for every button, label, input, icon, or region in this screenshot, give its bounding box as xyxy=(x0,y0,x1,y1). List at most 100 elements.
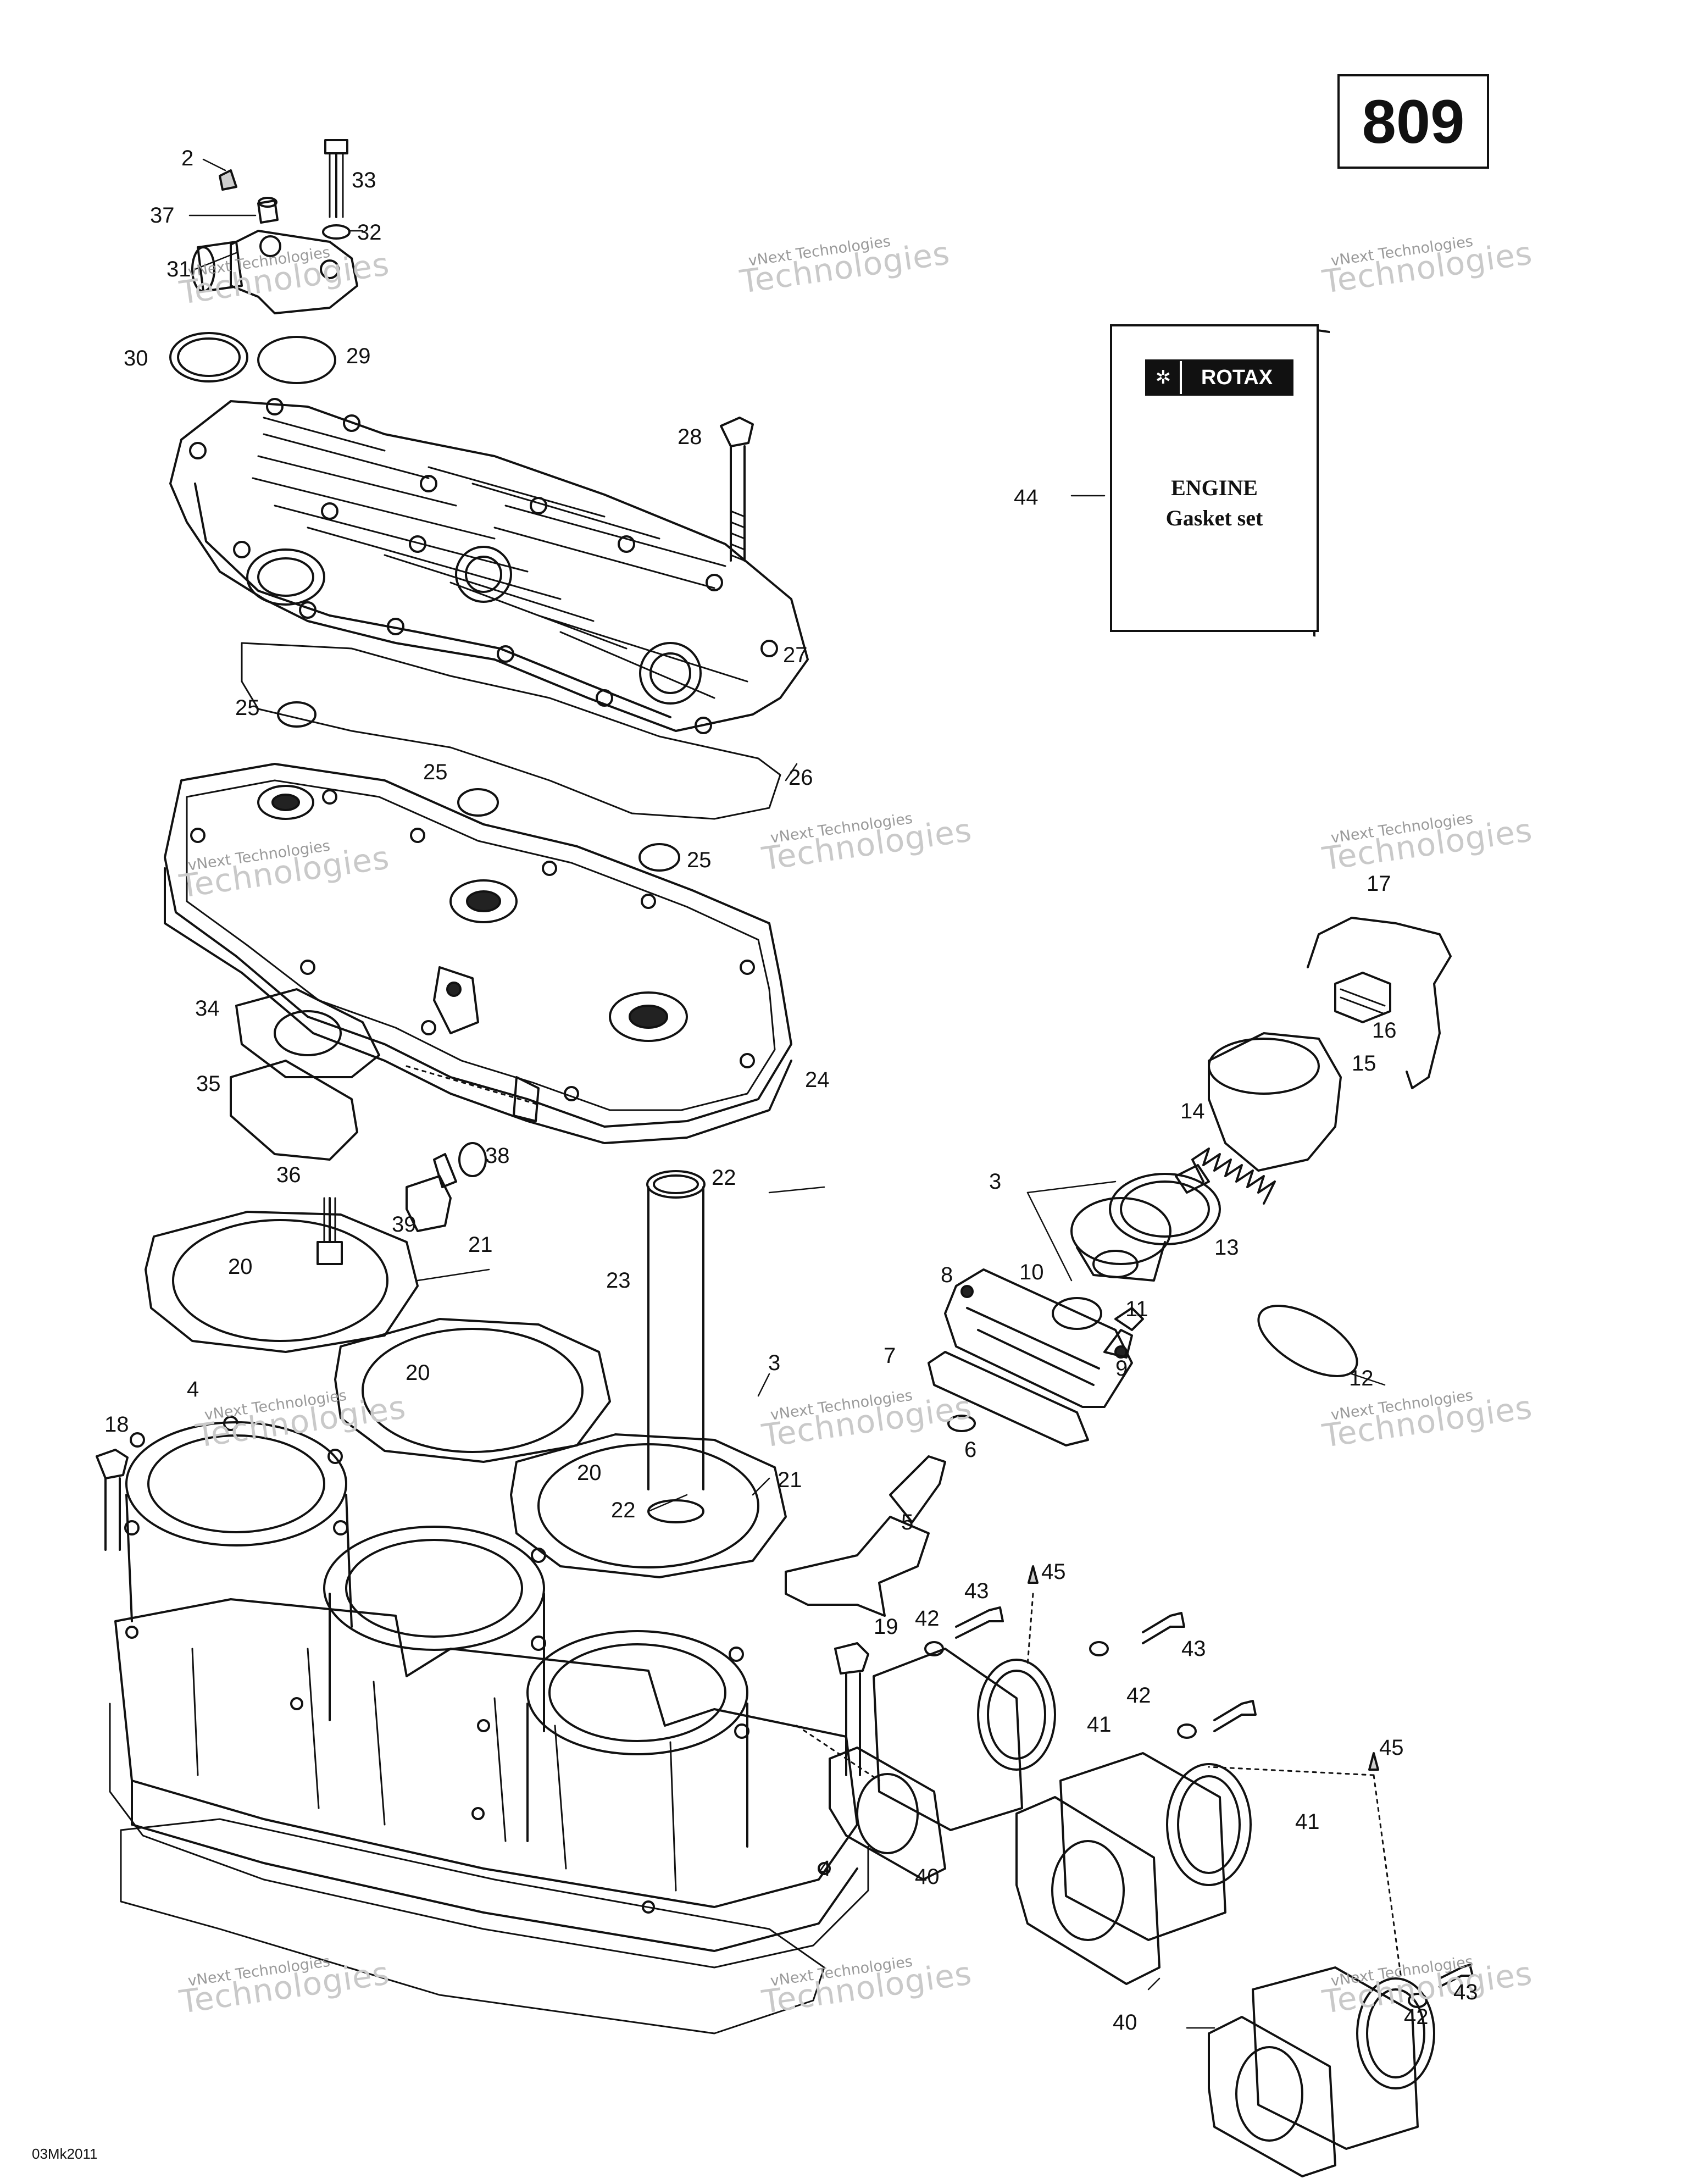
cover-15 xyxy=(1208,1032,1342,1172)
cylinder-block xyxy=(109,1416,869,1969)
callout-22: 22 xyxy=(611,1498,636,1522)
bushing xyxy=(257,199,279,224)
callout-34: 34 xyxy=(195,996,220,1021)
callout-18: 18 xyxy=(104,1412,129,1437)
o-ring-12 xyxy=(1257,1305,1358,1377)
o-ring-30-inner xyxy=(177,337,241,377)
callout-3: 3 xyxy=(768,1351,781,1375)
callout-20: 20 xyxy=(406,1361,430,1385)
callout-17: 17 xyxy=(1367,872,1391,896)
intake-adapter-3 xyxy=(1252,1966,1435,2150)
gasket-34-hole xyxy=(274,1010,342,1056)
rotax-logo-text: ROTAX xyxy=(1182,361,1292,394)
intake-adapter-2 xyxy=(1059,1752,1252,1941)
callout-33: 33 xyxy=(352,168,376,192)
leader-45-b xyxy=(1208,1766,1375,1776)
callout-7: 7 xyxy=(884,1344,896,1368)
screw-36 xyxy=(316,1197,343,1265)
rotax-emblem-icon: ✲ xyxy=(1147,361,1180,394)
callout-24: 24 xyxy=(805,1068,830,1092)
callout-35: 35 xyxy=(196,1072,221,1096)
o-ring-25b xyxy=(457,788,499,817)
cylinder-head xyxy=(164,763,792,1144)
diaphragm-13 xyxy=(1109,1164,1221,1245)
gasket-34 xyxy=(235,988,380,1078)
valve-housing xyxy=(944,1268,1133,1408)
callout-6: 6 xyxy=(964,1438,977,1462)
rotax-logo: ✲ ROTAX xyxy=(1145,359,1293,396)
sealant-drop-2 xyxy=(1368,1752,1379,1771)
callout-43: 43 xyxy=(964,1579,989,1603)
callout-26: 26 xyxy=(789,766,813,790)
callout-43: 43 xyxy=(1453,1980,1478,2004)
page-number: 809 xyxy=(1362,87,1465,156)
callout-40: 40 xyxy=(1113,2010,1137,2035)
tube-23 xyxy=(646,1170,706,1523)
callout-3: 3 xyxy=(989,1169,1002,1194)
o-ring-10 xyxy=(1052,1297,1102,1330)
callout-40: 40 xyxy=(915,1865,940,1889)
gasket-7 xyxy=(928,1351,1089,1446)
leader-45-a xyxy=(1026,1593,1034,1666)
callout-25: 25 xyxy=(423,760,448,784)
cover-35 xyxy=(230,1060,358,1161)
piston-11 xyxy=(1070,1197,1171,1282)
gasket-40-lower xyxy=(1015,1796,1336,2177)
leader-19-dashed xyxy=(796,1725,880,1782)
thermostat-housing xyxy=(191,230,358,314)
cap-16 xyxy=(1334,972,1391,1023)
callout-25: 25 xyxy=(687,848,712,872)
callout-2: 2 xyxy=(181,146,194,170)
callout-15: 15 xyxy=(1352,1051,1376,1076)
sealant-drop-1 xyxy=(1028,1565,1039,1584)
callout-19: 19 xyxy=(874,1615,898,1639)
leader-lines xyxy=(188,158,1386,2029)
leader-3-a xyxy=(1026,1191,1073,1282)
callout-14: 14 xyxy=(1180,1099,1205,1123)
callout-42: 42 xyxy=(915,1606,940,1631)
footer-code: 03Mk2011 xyxy=(32,2146,98,2162)
callout-13: 13 xyxy=(1214,1235,1239,1260)
callout-4: 4 xyxy=(819,1856,831,1881)
callout-31: 31 xyxy=(166,257,191,281)
callout-41: 41 xyxy=(1295,1810,1320,1834)
callout-9: 9 xyxy=(1115,1356,1128,1381)
screw-28 xyxy=(720,417,754,562)
callout-44: 44 xyxy=(1014,485,1039,509)
valve-slide xyxy=(785,1516,930,1617)
leader-3-b xyxy=(1026,1180,1117,1194)
callout-42: 42 xyxy=(1404,2005,1429,2029)
plug-39 xyxy=(406,1153,457,1232)
washers-42 xyxy=(924,1641,1428,2008)
callout-8: 8 xyxy=(941,1263,953,1287)
gasket-40-upper xyxy=(829,1747,946,1881)
valve-shaft xyxy=(889,1455,946,1523)
callout-39: 39 xyxy=(392,1212,417,1237)
o-ring-30 xyxy=(169,332,248,383)
callout-27: 27 xyxy=(783,643,808,667)
callout-23: 23 xyxy=(606,1268,631,1293)
callout-10: 10 xyxy=(1019,1260,1044,1284)
callout-38: 38 xyxy=(485,1144,510,1168)
callout-20: 20 xyxy=(577,1461,602,1485)
callout-36: 36 xyxy=(276,1163,301,1187)
o-ring-6 xyxy=(947,1415,976,1432)
cylinder-head-cover xyxy=(169,398,809,734)
callout-37: 37 xyxy=(150,203,175,228)
o-ring-25c xyxy=(638,843,680,872)
washer-38 xyxy=(458,1142,487,1177)
head-gasket xyxy=(241,642,781,820)
callout-11: 11 xyxy=(1125,1297,1148,1321)
callout-42: 42 xyxy=(1126,1683,1151,1708)
callout-20: 20 xyxy=(228,1255,253,1279)
callout-25: 25 xyxy=(235,696,260,720)
leader-45-c xyxy=(1373,1774,1402,1980)
callout-41: 41 xyxy=(1087,1712,1112,1737)
screw-18 xyxy=(96,1449,129,1551)
base-gasket xyxy=(120,1818,825,2035)
screw-9 xyxy=(1103,1307,1144,1359)
callout-21: 21 xyxy=(778,1468,802,1492)
callout-30: 30 xyxy=(124,346,148,370)
callout-28: 28 xyxy=(678,425,702,449)
